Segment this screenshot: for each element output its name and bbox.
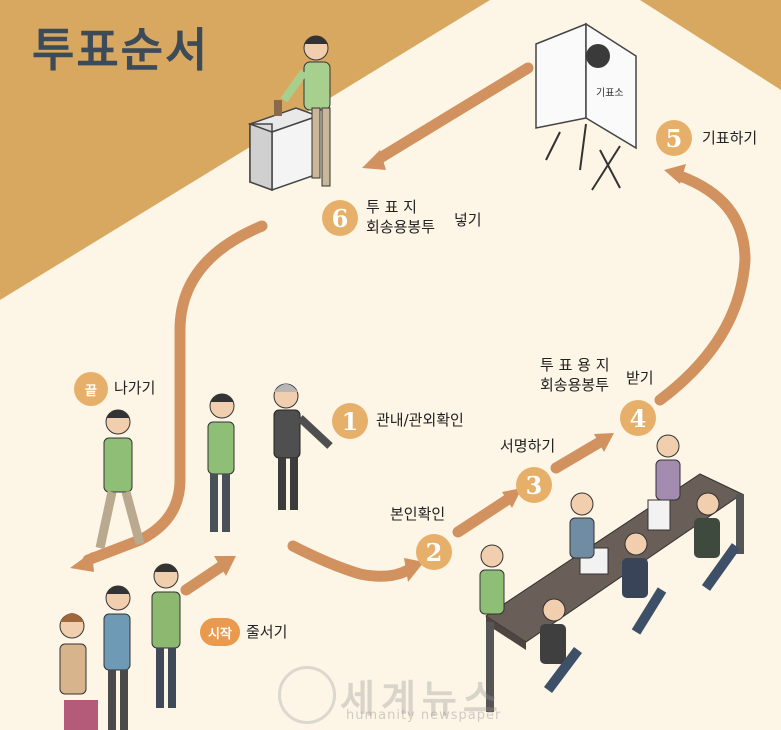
arrow-4-to-5 [654,170,751,406]
step-4-label-bottom: 회송용봉투 [540,376,610,394]
step-3-label: 서명하기 [500,437,556,455]
step-4-badge: 4 [620,400,656,436]
watermark-tagline: humanity newspaper [346,708,502,723]
voting-booth [535,22,637,191]
step-6-label-top: 투 표 지 [366,198,417,216]
step-1-badge: 1 [332,403,368,439]
table-staff-and-voters [479,434,741,693]
step-4-label-side: 받기 [626,369,654,387]
arrow-1-to-2 [287,540,414,582]
arrow-2-to-3 [452,492,516,538]
top-right-corner-band [640,0,781,90]
step-6-badge: 6 [322,200,358,236]
watermark-logo-icon [278,666,336,724]
arrow-heads [70,150,686,582]
arrowhead-end [70,552,94,572]
step-2-badge: 2 [416,534,452,570]
step-1-label: 관내/관외확인 [376,411,464,429]
exiting-voter [95,409,145,549]
arrowhead-2 [404,558,424,582]
voter-casting-ballot [280,35,331,187]
watermark-name: 세계뉴스 [340,677,504,721]
arrow-6-to-end [82,220,268,566]
step-5-label: 기표하기 [702,129,758,147]
step-4-label-top: 투 표 용 지 [540,356,610,374]
arrowhead-4 [594,433,614,452]
voter-presenting-id [207,393,235,532]
arrowhead-6 [362,150,386,170]
arrow-5-to-6 [374,62,534,164]
arrowhead-1 [214,556,236,576]
step-5-badge: 5 [656,120,692,156]
arrow-start-to-1 [180,560,228,596]
arrowhead-5 [664,164,686,184]
start-label: 줄서기 [246,623,288,641]
step-3-badge: 3 [516,467,552,503]
step-2-label: 본인확인 [390,505,446,523]
flow-arrows [82,62,751,596]
officer-figure [273,383,333,510]
end-label: 나가기 [114,379,156,397]
booth-sign: 기표소 [596,88,624,99]
page-title: 투표순서 [32,23,210,77]
ballot-box [247,100,321,192]
arrow-3-to-4 [550,436,606,474]
queue-people [59,563,181,730]
step-6-label-side: 넣기 [454,211,482,229]
step-6-label-bottom: 회송용봉투 [366,218,436,236]
start-badge: 시작 [200,618,240,646]
top-left-corner-band [0,0,490,300]
end-badge: 끝 [74,372,108,406]
